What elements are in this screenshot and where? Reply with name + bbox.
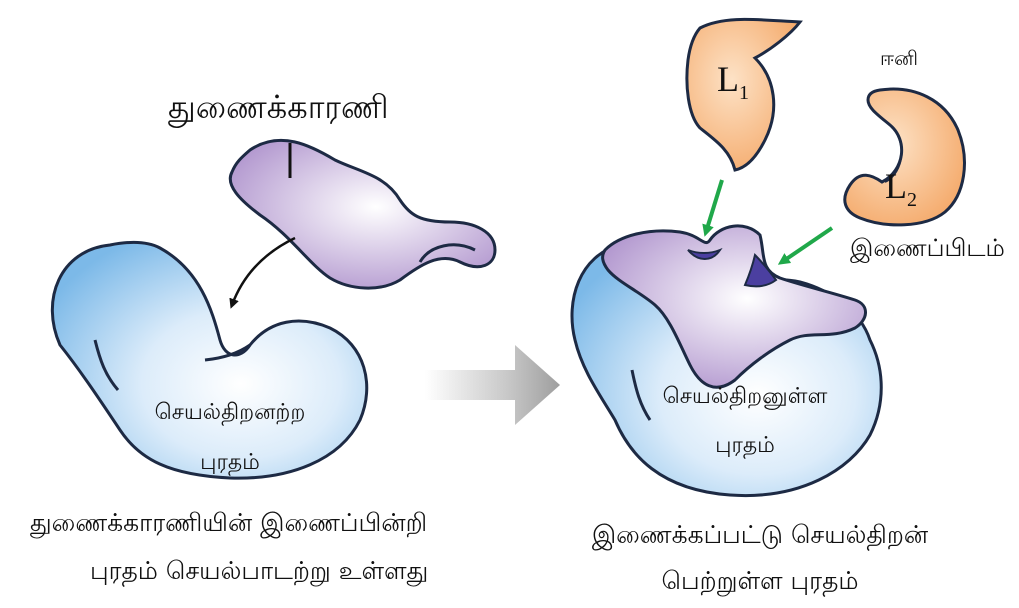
- ligand-1-letter: L: [717, 59, 739, 99]
- inactive-protein-label-2: புரதம்: [130, 450, 330, 476]
- ligand-2-subscript: 2: [907, 189, 917, 211]
- active-protein-label-2: புரதம்: [630, 433, 860, 459]
- ligand-2-label: L2: [885, 165, 917, 212]
- ligand-1-arrow: [706, 180, 722, 232]
- ligand-1-subscript: 1: [739, 82, 749, 104]
- ligand-1-label: L1: [717, 58, 749, 105]
- right-caption-line-2: பெற்றுள்ள புரதம்: [560, 566, 960, 596]
- left-caption-line-1: துணைக்காரணியின் இணைப்பின்றி: [30, 508, 427, 538]
- ligand-label: ஈனி: [880, 46, 918, 70]
- active-protein-label-1: செயல்திறனுள்ள: [630, 384, 860, 410]
- cofactor-to-protein-arrow: [232, 238, 295, 305]
- left-caption-line-2: புரதம் செயல்பாடற்று உள்ளது: [90, 556, 428, 586]
- cofactor-label: துணைக்காரணி: [168, 88, 389, 126]
- inactive-protein-label-1: செயல்திறனற்ற: [130, 400, 330, 426]
- binding-site-label: இணைப்பிடம்: [850, 234, 1005, 263]
- ligand-2-letter: L: [885, 166, 907, 206]
- cofactor-shape: [230, 140, 495, 288]
- right-caption-line-1: இணைக்கப்பட்டு செயல்திறன்: [560, 520, 960, 550]
- ligand-2-arrow: [782, 228, 832, 262]
- transition-arrow: [425, 345, 560, 425]
